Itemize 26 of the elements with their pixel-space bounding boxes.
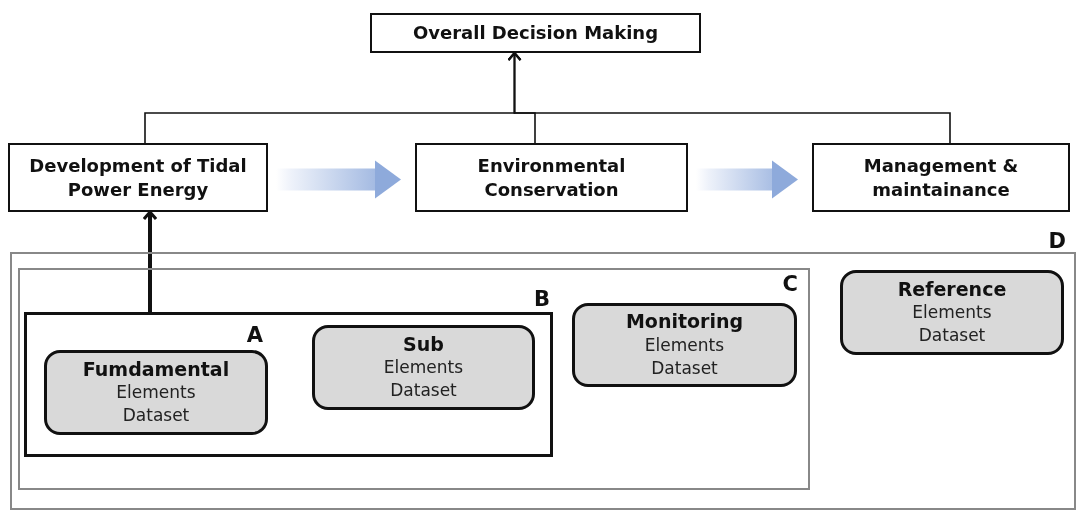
box-text: Elements Dataset: [643, 333, 726, 380]
box-heading: Sub: [403, 332, 444, 357]
box-label: Environmental Conservation: [476, 154, 627, 201]
box-heading: Reference: [897, 277, 1007, 302]
dataset-box: [840, 270, 1064, 355]
box-heading: Monitoring: [625, 310, 744, 334]
arrow: [507, 52, 951, 144]
corner-letter: B: [534, 287, 550, 311]
dataset-box: [312, 325, 535, 410]
arrow: [142, 210, 158, 312]
dataset-box: [572, 303, 797, 387]
corner-letter: C: [782, 272, 798, 296]
process-box: [812, 143, 1070, 212]
box-text: Elements Dataset: [911, 301, 993, 348]
process-box: [415, 143, 688, 212]
box-label: Development of Tidal Power Energy: [28, 154, 248, 201]
process-box: [8, 143, 268, 212]
box-label: Overall Decision Making: [412, 21, 659, 45]
box-heading: Fumdamental: [82, 357, 230, 382]
box-text: Elements Dataset: [382, 356, 465, 403]
box-text: Elements Dataset: [115, 381, 197, 428]
corner-letter: D: [1048, 229, 1066, 253]
corner-letter: A: [246, 323, 263, 347]
box-label: Management & maintainance: [862, 154, 1020, 201]
group-frame: [18, 268, 810, 490]
process-box: [370, 13, 701, 53]
